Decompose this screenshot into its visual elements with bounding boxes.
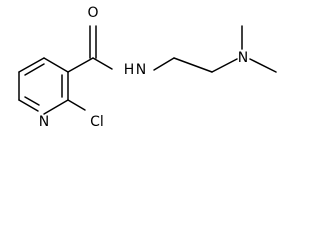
- pyridine-ring: [18, 57, 69, 115]
- ring-double-bond-inner-c4-c5: [24, 63, 45, 76]
- chemical-structure: O N H N N Cl: [18, 5, 277, 130]
- ring-nitrogen-label: N: [39, 114, 49, 130]
- ring-bond-c6-n1: [18, 99, 39, 112]
- chlorine-label: Cl: [90, 114, 104, 130]
- bond-carbonyl-amide-n: [92, 57, 113, 70]
- bond-amide-n-ch2: [153, 57, 175, 71]
- ring-bond-c4-c5: [18, 57, 45, 73]
- oxygen-atom-label: O: [87, 5, 98, 21]
- bond-ch2-ch2: [173, 57, 213, 73]
- bond-ch2-amine-n: [211, 58, 238, 73]
- bond-amine-methyl-right: [249, 58, 277, 73]
- ring-bond-n1-c2: [43, 99, 69, 115]
- ring-bond-c3-c4: [43, 57, 69, 73]
- ring-double-bond-inner-c6-n1: [24, 96, 40, 106]
- amide-nitrogen-label: N: [136, 62, 146, 78]
- amide-hydrogen-label: H: [124, 62, 135, 78]
- amine-nitrogen-label: N: [238, 50, 248, 66]
- carbonyl-double-bond: [89, 25, 97, 59]
- bond-ring-carbonyl: [67, 57, 94, 73]
- bond-ring-chlorine: [67, 99, 86, 111]
